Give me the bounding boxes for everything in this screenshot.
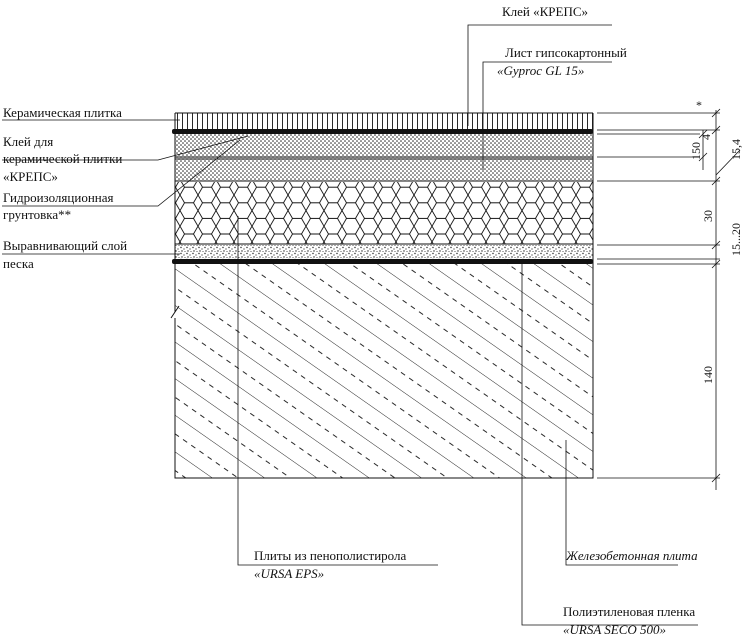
dim-15-4: 15,4 (729, 139, 743, 160)
dim-15-20: 15...20 (729, 223, 743, 256)
dim-150: 150 (689, 142, 703, 160)
label-adhesive-kreps: Клей «КРЕПС» (502, 4, 588, 19)
label-film-1: Полиэтиленовая пленка (563, 604, 695, 619)
layer-gypsum-board (175, 134, 593, 182)
label-tile-adhesive-3: «КРЕПС» (3, 169, 58, 184)
layer-polyethylene-film (172, 259, 593, 264)
label-tile-adhesive-2: керамической плитки (3, 151, 122, 166)
layer-eps-boards (175, 182, 593, 245)
label-ceramic-tile: Керамическая плитка (3, 105, 122, 120)
label-film-2: «URSA SECO 500» (563, 622, 666, 637)
layer-concrete-slab (170, 264, 594, 479)
label-gypsum-1: Лист гипсокартонный (505, 45, 627, 60)
dim-30: 30 (701, 210, 715, 222)
layer-sand-leveling (175, 245, 593, 259)
leader-lines-bottom (237, 216, 698, 626)
layer-ceramic-tile (175, 112, 593, 130)
label-leveling-1: Выравнивающий слой (3, 238, 127, 253)
label-tile-adhesive-1: Клей для (3, 134, 53, 149)
dimension-extension-lines (597, 112, 720, 479)
dim-4: 4 (699, 134, 713, 140)
label-leveling-2: песка (3, 256, 34, 271)
label-waterproof-1: Гидроизоляционная (3, 190, 114, 205)
dim-140: 140 (701, 366, 715, 384)
leader-lines-left (2, 119, 249, 255)
label-eps-2: «URSA EPS» (254, 566, 324, 581)
leader-lines-top (467, 24, 612, 170)
label-eps-1: Плиты из пенополистирола (254, 548, 406, 563)
dimension-lines (698, 108, 741, 490)
label-waterproof-2: грунтовка** (3, 207, 71, 222)
layer-tile-adhesive-band (172, 129, 593, 134)
label-concrete: Железобетонная плита (565, 548, 698, 563)
dim-star: * (696, 98, 702, 112)
label-gypsum-2: «Gyproc GL 15» (497, 63, 584, 78)
